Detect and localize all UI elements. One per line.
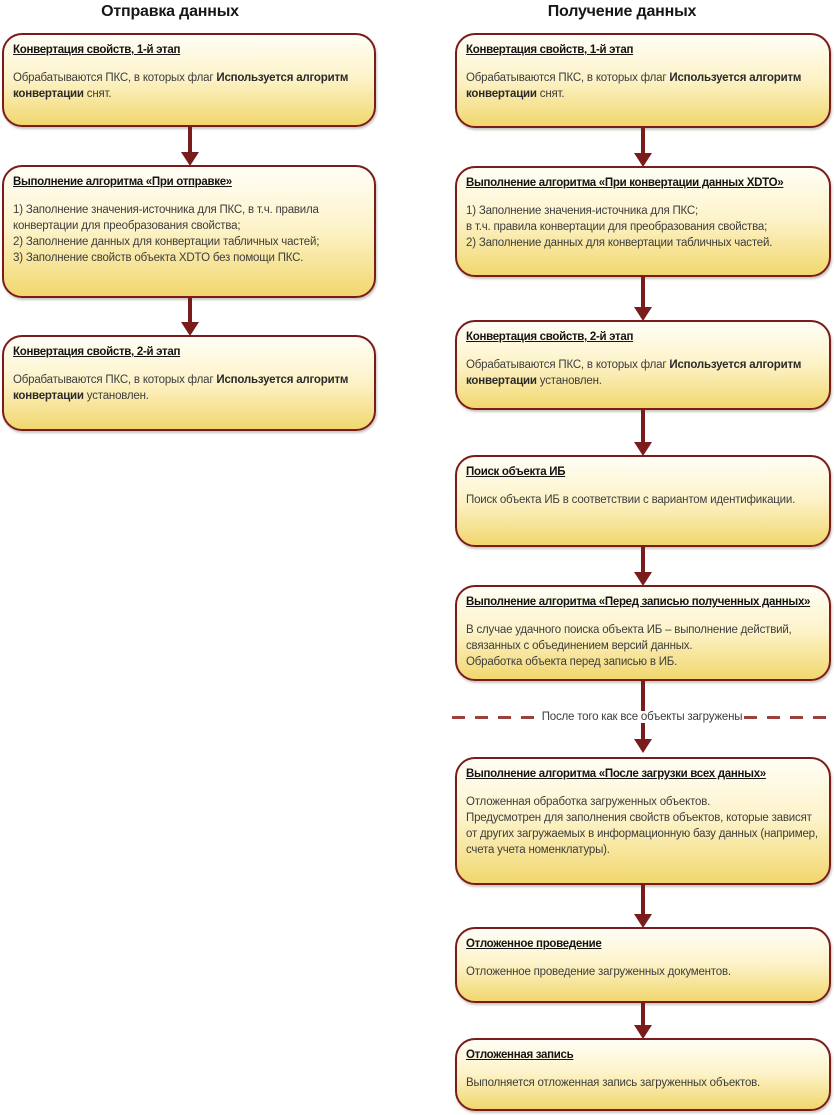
after-all-objects-loaded-divider: После того как все объекты загружены: [452, 708, 832, 726]
arrow-down-icon: [634, 680, 652, 753]
arrow-head: [634, 442, 652, 456]
box-body: Отложенное проведение загруженных докуме…: [466, 966, 731, 978]
box-title: Отложенное проведение: [466, 938, 602, 950]
flow-box-send-conversion-stage1: Конвертация свойств, 1-й этап Обрабатыва…: [2, 33, 376, 127]
arrow-shaft: [641, 127, 645, 153]
box-body: Обрабатываются ПКС, в которых флаг Испол…: [466, 359, 802, 387]
arrow-down-icon: [634, 546, 652, 586]
arrow-head: [634, 1025, 652, 1039]
arrow-shaft: [641, 409, 645, 442]
arrow-down-icon: [634, 1002, 652, 1039]
box-title: Выполнение алгоритма «Перед записью полу…: [466, 596, 811, 608]
flow-box-before-write-received-data-algorithm: Выполнение алгоритма «Перед записью полу…: [455, 585, 831, 681]
flow-box-deferred-write: Отложенная запись Выполняется отложенная…: [455, 1038, 831, 1111]
dashed-line: [452, 715, 540, 719]
arrow-shaft: [641, 546, 645, 572]
box-title: Выполнение алгоритма «При отправке»: [13, 176, 232, 188]
flow-box-send-conversion-stage2: Конвертация свойств, 2-й этап Обрабатыва…: [2, 335, 376, 431]
flow-box-deferred-posting: Отложенное проведение Отложенное проведе…: [455, 927, 831, 1003]
arrow-head: [634, 572, 652, 586]
dashed-line: [744, 715, 832, 719]
box-title: Отложенная запись: [466, 1049, 574, 1061]
flow-box-after-load-all-data-algorithm: Выполнение алгоритма «После загрузки все…: [455, 757, 831, 885]
arrow-head: [634, 914, 652, 928]
box-body: 1) Заполнение значения-источника для ПКС…: [466, 205, 773, 249]
box-title: Конвертация свойств, 1-й этап: [466, 44, 634, 56]
box-body: 1) Заполнение значения-источника для ПКС…: [13, 204, 320, 264]
box-body: Отложенная обработка загруженных объекто…: [466, 796, 818, 856]
box-title: Конвертация свойств, 2-й этап: [13, 346, 181, 358]
flow-box-send-on-send-algorithm: Выполнение алгоритма «При отправке» 1) З…: [2, 165, 376, 298]
arrow-head: [181, 322, 199, 336]
box-body: Обрабатываются ПКС, в которых флаг Испол…: [13, 72, 349, 100]
column-header-receive: Получение данных: [547, 3, 697, 20]
arrow-down-icon: [634, 276, 652, 321]
flow-box-receive-conversion-stage2: Конвертация свойств, 2-й этап Обрабатыва…: [455, 320, 831, 410]
arrow-shaft: [641, 276, 645, 307]
box-body: Поиск объекта ИБ в соответствии с вариан…: [466, 494, 796, 506]
arrow-shaft: [641, 680, 645, 739]
arrow-head: [634, 153, 652, 167]
arrow-head: [634, 739, 652, 753]
arrow-shaft: [188, 297, 192, 322]
arrow-down-icon: [634, 409, 652, 456]
divider-label: После того как все объекты загружены: [539, 711, 745, 723]
box-title: Конвертация свойств, 2-й этап: [466, 331, 634, 343]
column-header-send: Отправка данных: [101, 3, 239, 20]
box-body: Обрабатываются ПКС, в которых флаг Испол…: [466, 72, 802, 100]
box-title: Поиск объекта ИБ: [466, 466, 566, 478]
arrow-shaft: [188, 126, 192, 152]
box-title: Выполнение алгоритма «При конвертации да…: [466, 177, 784, 189]
box-body: Выполняется отложенная запись загруженны…: [466, 1077, 761, 1089]
arrow-shaft: [641, 884, 645, 914]
box-title: Выполнение алгоритма «После загрузки все…: [466, 768, 766, 780]
flow-box-ib-object-search: Поиск объекта ИБ Поиск объекта ИБ в соот…: [455, 455, 831, 547]
arrow-down-icon: [181, 297, 199, 336]
arrow-head: [634, 307, 652, 321]
arrow-down-icon: [634, 127, 652, 167]
box-title: Конвертация свойств, 1-й этап: [13, 44, 181, 56]
box-body: В случае удачного поиска объекта ИБ – вы…: [466, 624, 792, 668]
arrow-down-icon: [634, 884, 652, 928]
arrow-down-icon: [181, 126, 199, 166]
flow-box-receive-on-convert-xdto-algorithm: Выполнение алгоритма «При конвертации да…: [455, 166, 831, 277]
box-body: Обрабатываются ПКС, в которых флаг Испол…: [13, 374, 349, 402]
arrow-head: [181, 152, 199, 166]
arrow-shaft: [641, 1002, 645, 1025]
flow-box-receive-conversion-stage1: Конвертация свойств, 1-й этап Обрабатыва…: [455, 33, 831, 128]
